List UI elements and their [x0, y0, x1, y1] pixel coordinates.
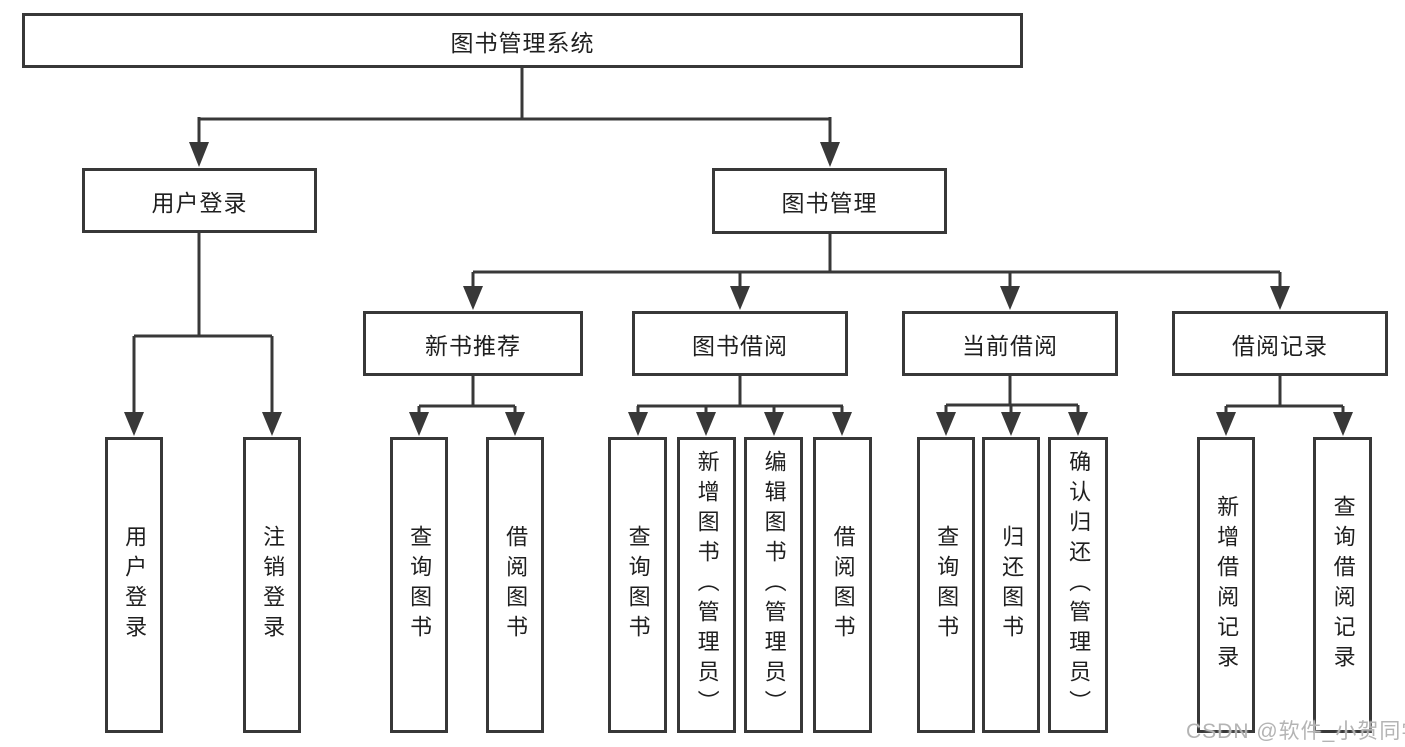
node-label: 图书管理系统	[450, 29, 595, 56]
node-label: 当前借阅	[962, 332, 1058, 359]
node-leaf-borrow-books-1: 借阅图书	[486, 437, 544, 733]
node-book-management: 图书管理	[712, 168, 947, 234]
node-label: 查询借阅记录	[1330, 495, 1356, 675]
node-label: 确认归还（管理员）	[1066, 450, 1092, 720]
node-label: 归还图书	[999, 525, 1025, 645]
node-leaf-borrow-books-2: 借阅图书	[813, 437, 872, 733]
node-current-borrowing: 当前借阅	[902, 311, 1118, 376]
node-label: 新增图书（管理员）	[694, 450, 720, 720]
node-leaf-user-login: 用户登录	[105, 437, 163, 733]
node-leaf-confirm-return-admin: 确认归还（管理员）	[1048, 437, 1108, 733]
node-label: 图书管理	[781, 190, 878, 216]
node-label: 查询图书	[407, 525, 433, 645]
node-leaf-query-books-1: 查询图书	[390, 437, 448, 733]
node-leaf-query-books-3: 查询图书	[917, 437, 975, 733]
node-label: 新书推荐	[425, 332, 521, 359]
node-leaf-add-borrow-record: 新增借阅记录	[1197, 437, 1255, 733]
node-label: 新增借阅记录	[1214, 495, 1240, 675]
node-label: 用户登录	[151, 189, 248, 216]
node-label: 注销登录	[260, 525, 286, 645]
node-leaf-query-books-2: 查询图书	[608, 437, 667, 733]
arrow-heads	[124, 142, 1353, 436]
node-label: 编辑图书（管理员）	[761, 450, 787, 720]
node-label: 图书借阅	[692, 332, 788, 359]
node-leaf-query-borrow-record: 查询借阅记录	[1313, 437, 1372, 733]
node-label: 借阅图书	[503, 525, 529, 645]
node-book-management-system: 图书管理系统	[22, 13, 1023, 68]
node-borrowing-records: 借阅记录	[1172, 311, 1388, 376]
tree-branch-lines	[132, 66, 1345, 416]
csdn-watermark: CSDN @软件_小贺同学	[1186, 720, 1405, 743]
node-label: 查询图书	[934, 525, 960, 645]
node-label: 用户登录	[122, 525, 148, 645]
node-leaf-edit-book-admin: 编辑图书（管理员）	[744, 437, 803, 733]
node-label: 借阅图书	[830, 525, 856, 645]
node-label: 借阅记录	[1232, 332, 1328, 359]
node-book-borrowing: 图书借阅	[632, 311, 848, 376]
node-leaf-add-book-admin: 新增图书（管理员）	[677, 437, 736, 733]
node-label: 查询图书	[625, 525, 651, 645]
node-new-book-recommendation: 新书推荐	[363, 311, 583, 376]
node-leaf-logout: 注销登录	[243, 437, 301, 733]
node-leaf-return-book: 归还图书	[982, 437, 1040, 733]
node-user-login: 用户登录	[82, 168, 317, 233]
